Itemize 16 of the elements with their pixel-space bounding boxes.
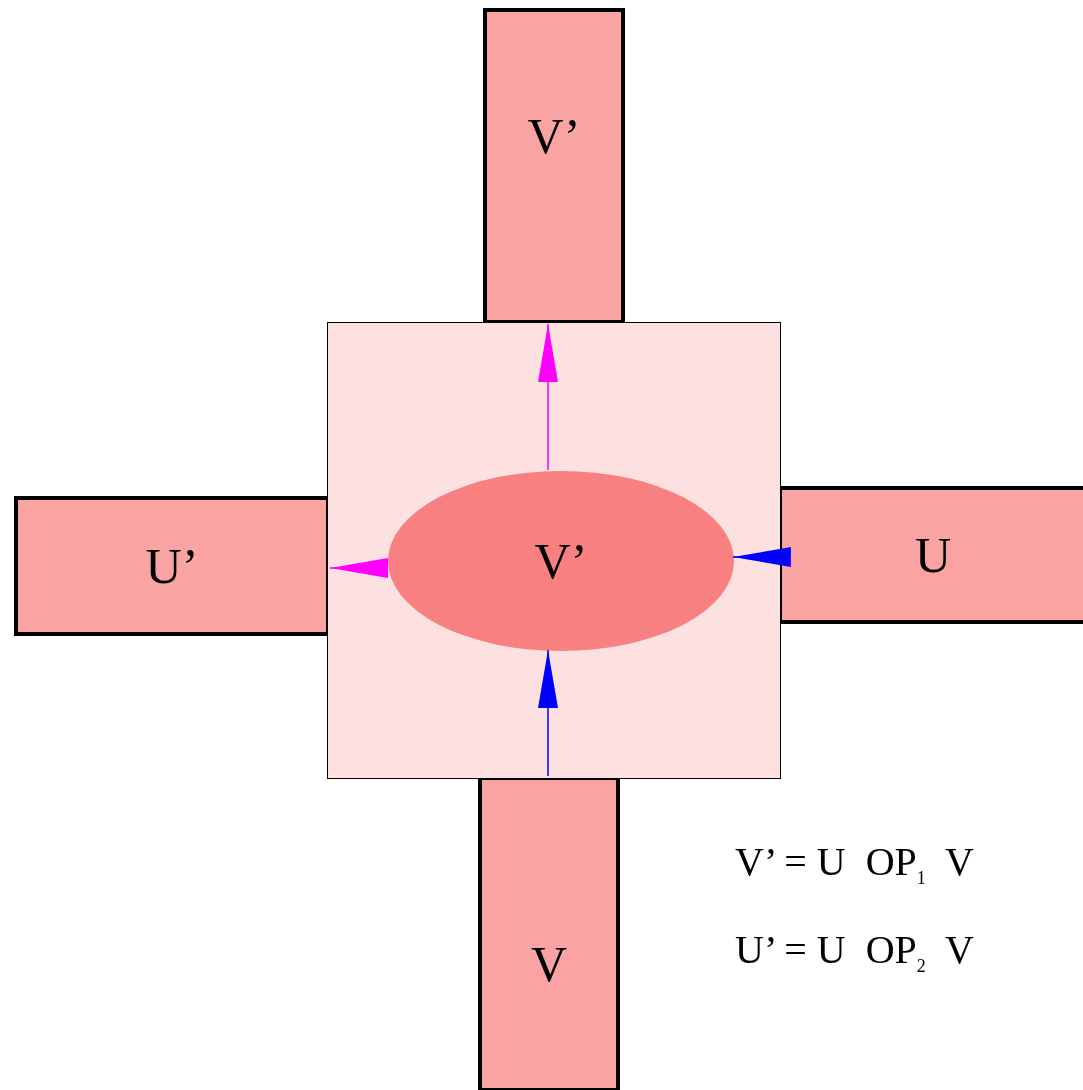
variable-label: V’	[534, 532, 588, 590]
arrow	[538, 649, 558, 777]
arrow	[538, 323, 558, 471]
variable-label: V	[530, 935, 568, 993]
input-bar	[478, 776, 620, 1090]
equation: V’ = U OP$_{1}$ V	[735, 838, 974, 889]
equation: U’ = U OP$_{2}$ V	[735, 926, 974, 977]
arrow	[329, 558, 389, 578]
output-bar	[14, 496, 330, 636]
input-bar	[778, 486, 1083, 624]
variable-label: U’	[145, 537, 199, 595]
output-bar	[483, 8, 625, 324]
variable-label: U	[914, 526, 952, 584]
cell-box	[327, 322, 781, 779]
arrow	[732, 547, 791, 567]
variable-label: V’	[527, 107, 581, 165]
